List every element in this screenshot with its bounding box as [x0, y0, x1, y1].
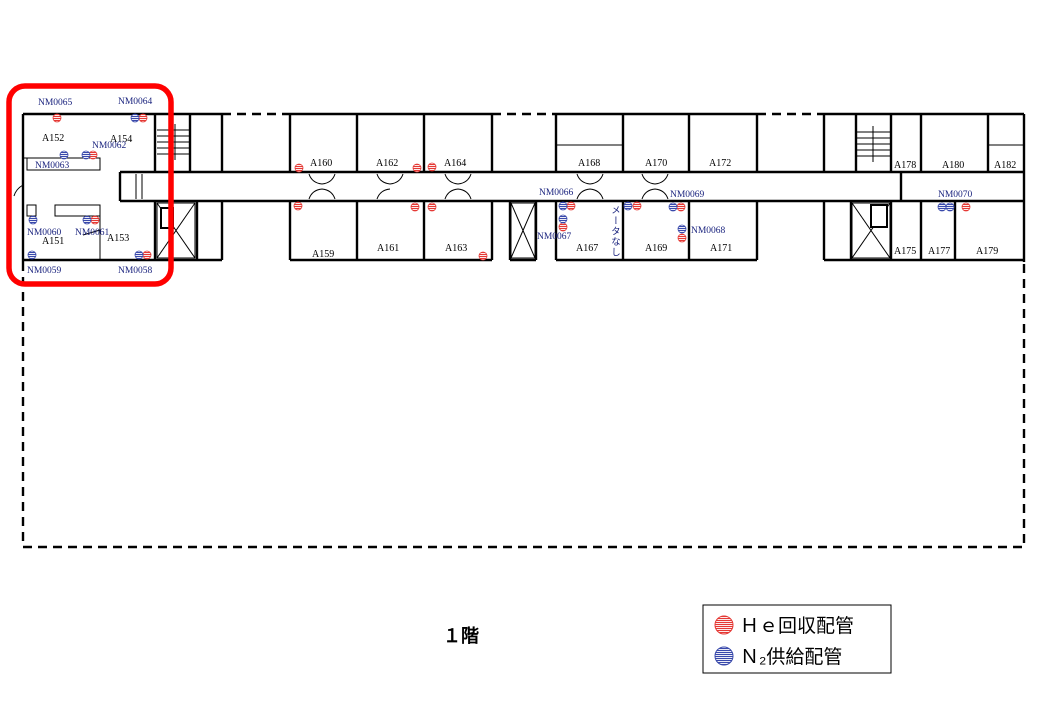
meter-nm0062[interactable]: NM0062 [92, 141, 127, 151]
n2-marker [668, 202, 678, 212]
n2-marker [558, 201, 568, 211]
room-a177: A177 [928, 246, 950, 257]
meter-nm0060[interactable]: NM0060 [27, 228, 62, 238]
he-marker [676, 202, 686, 212]
n2-marker [27, 250, 37, 260]
room-a153: A153 [107, 233, 129, 244]
n2-marker [945, 202, 955, 212]
meter-nm0069[interactable]: NM0069 [670, 190, 705, 200]
he-marker [52, 113, 62, 123]
he-marker [294, 163, 304, 173]
meter-nm0066[interactable]: NM0066 [539, 188, 574, 198]
he-marker [90, 215, 100, 225]
n2-marker [558, 214, 568, 224]
meter-nm0067[interactable]: NM0067 [537, 232, 572, 242]
he-marker [478, 251, 488, 261]
room-a178: A178 [894, 160, 916, 171]
n2-marker [59, 150, 69, 160]
room-a161: A161 [377, 243, 399, 254]
n2-pipe-markers [27, 113, 955, 260]
n2-marker [81, 150, 91, 160]
meter-nm0065[interactable]: NM0065 [38, 98, 73, 108]
he-marker [142, 250, 152, 260]
legend: Ｈｅ回収配管 Ｎ₂供給配管 [702, 604, 892, 674]
he-pipe-markers [52, 113, 971, 261]
he-marker [138, 113, 148, 123]
he-marker [558, 222, 568, 232]
n2-marker [28, 215, 38, 225]
meter-nm0070[interactable]: NM0070 [938, 190, 973, 200]
he-marker [427, 162, 437, 172]
room-a179: A179 [976, 246, 998, 257]
elevator-shafts [156, 202, 891, 259]
dashed-outline [21, 112, 1026, 549]
room-a162: A162 [376, 158, 398, 169]
room-a159: A159 [312, 249, 334, 260]
legend-n2: Ｎ₂供給配管 [740, 646, 842, 668]
he-marker [961, 202, 971, 212]
he-marker [566, 201, 576, 211]
meter-labels: NM0065 NM0064 NM0062 NM0063 NM0060 NM006… [27, 97, 973, 276]
room-a164: A164 [444, 158, 466, 169]
room-a170: A170 [645, 158, 667, 169]
n2-marker [134, 250, 144, 260]
highlight-box [6, 83, 174, 287]
n2-marker [82, 215, 92, 225]
he-marker [632, 201, 642, 211]
n2-marker [623, 201, 633, 211]
meter-nm0064[interactable]: NM0064 [118, 97, 153, 107]
meter-nm0068[interactable]: NM0068 [691, 226, 726, 236]
he-legend-icon [714, 615, 734, 635]
he-marker [293, 201, 303, 211]
floor-label: １階 [443, 626, 479, 646]
room-a154: A154 [110, 134, 132, 145]
room-a160: A160 [310, 158, 332, 169]
n2-marker [937, 202, 947, 212]
meter-nm0059[interactable]: NM0059 [27, 266, 62, 276]
n2-legend-icon [714, 646, 734, 666]
room-a152: A152 [42, 133, 64, 144]
room-a163: A163 [445, 243, 467, 254]
legend-he: Ｈｅ回収配管 [740, 615, 854, 637]
room-a172: A172 [709, 158, 731, 169]
he-marker [410, 202, 420, 212]
he-marker [677, 233, 687, 243]
room-a182: A182 [994, 160, 1016, 171]
he-marker [412, 163, 422, 173]
n2-marker [130, 113, 140, 123]
building-walls [13, 112, 1026, 262]
room-labels: A152 A154 A151 A153 A160 A162 A164 A168 … [42, 133, 1016, 260]
room-a169: A169 [645, 243, 667, 254]
room-a167: A167 [576, 243, 598, 254]
stairs-right [857, 126, 890, 162]
no-meter-note: メータなし [609, 205, 621, 258]
corridor-doors [308, 173, 669, 200]
meter-nm0063[interactable]: NM0063 [35, 161, 70, 171]
room-a168: A168 [578, 158, 600, 169]
room-a175: A175 [894, 246, 916, 257]
meter-nm0061[interactable]: NM0061 [75, 228, 110, 238]
room-a171: A171 [710, 243, 732, 254]
meter-nm0058[interactable]: NM0058 [118, 266, 153, 276]
room-a151: A151 [42, 236, 64, 247]
room-a180: A180 [942, 160, 964, 171]
he-marker [427, 202, 437, 212]
n2-marker [677, 224, 687, 234]
